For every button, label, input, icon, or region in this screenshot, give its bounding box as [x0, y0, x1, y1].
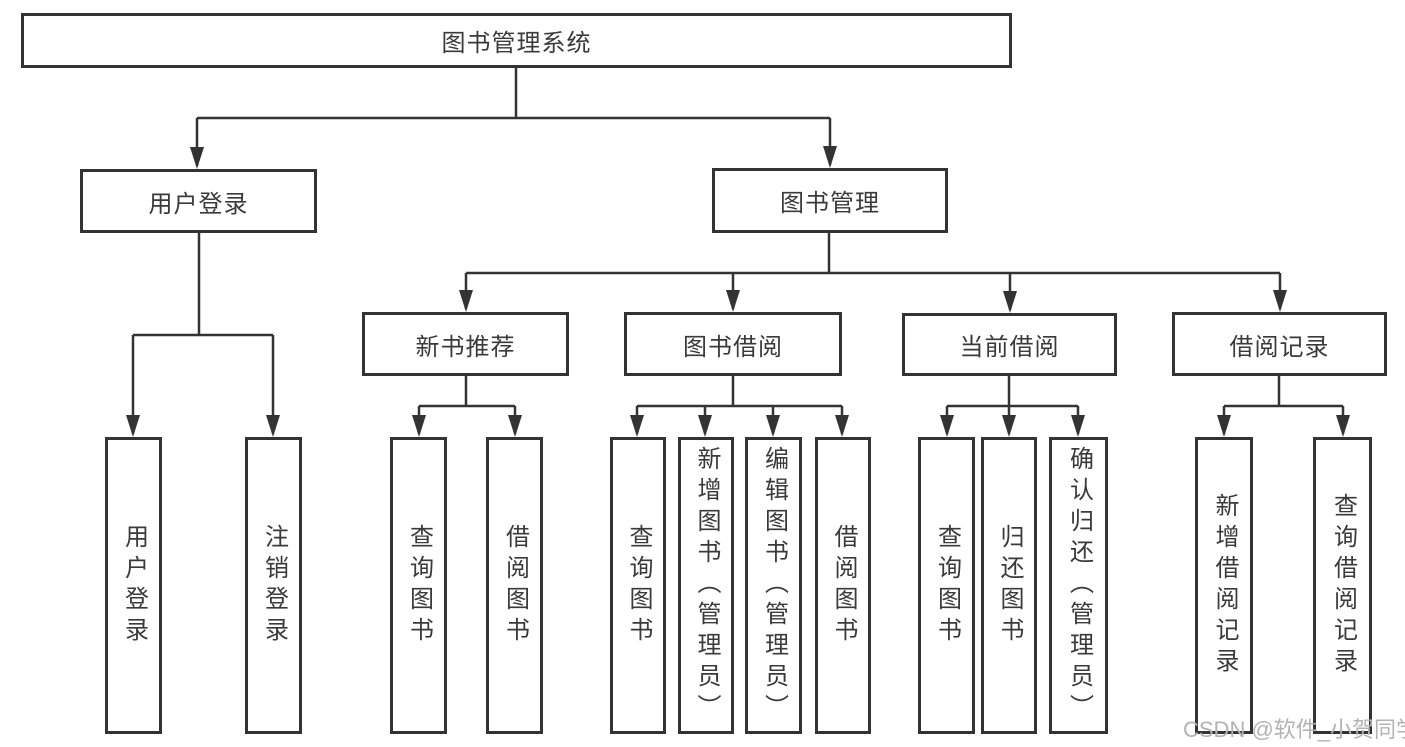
leaf-add-borrow-record-label: 新增借阅记录: [1211, 492, 1238, 679]
leaf-query-books-borrow: 查询图书: [610, 437, 666, 734]
leaf-query-borrow-record-label: 查询借阅记录: [1329, 492, 1357, 679]
node-new-book-recommend: 新书推荐: [362, 312, 569, 376]
node-new-book-recommend-label: 新书推荐: [415, 333, 516, 361]
node-borrow-records-label: 借阅记录: [1229, 333, 1330, 361]
leaf-borrow-books: 借阅图书: [815, 437, 871, 734]
leaf-query-books-borrow-label: 查询图书: [625, 523, 652, 648]
leaf-return-books: 归还图书: [981, 437, 1037, 734]
leaf-confirm-return-admin-label: 确认归还（管理员）: [1065, 446, 1093, 725]
leaf-add-books-admin-label: 新增图书（管理员）: [693, 446, 720, 725]
leaf-query-books-recommend-label: 查询图书: [405, 523, 433, 648]
leaf-add-borrow-record: 新增借阅记录: [1195, 437, 1253, 734]
leaf-logout-label: 注销登录: [260, 523, 288, 648]
node-current-borrow-label: 当前借阅: [959, 334, 1060, 361]
leaf-confirm-return-admin: 确认归还（管理员）: [1049, 437, 1108, 734]
node-book-management-label: 图书管理: [780, 190, 880, 217]
leaf-add-books-admin: 新增图书（管理员）: [678, 437, 734, 734]
node-borrow-records: 借阅记录: [1172, 312, 1387, 376]
node-user-login: 用户登录: [80, 169, 317, 233]
csdn-watermark: CSDN @软件_小贺同学: [1183, 717, 1405, 742]
node-root-system-label: 图书管理系统: [441, 30, 592, 57]
leaf-query-borrow-record: 查询借阅记录: [1313, 437, 1372, 734]
leaf-return-books-label: 归还图书: [996, 523, 1023, 648]
leaf-logout: 注销登录: [245, 437, 302, 734]
node-book-borrow: 图书借阅: [624, 312, 842, 376]
arrowheads: [126, 146, 1350, 437]
leaf-borrow-books-label: 借阅图书: [830, 523, 857, 648]
leaf-query-books-current: 查询图书: [918, 437, 975, 734]
leaf-query-books-current-label: 查询图书: [933, 523, 961, 648]
node-user-login-label: 用户登录: [148, 190, 249, 218]
leaf-borrow-books-recommend-label: 借阅图书: [501, 523, 529, 648]
node-current-borrow: 当前借阅: [902, 313, 1117, 376]
node-book-management: 图书管理: [712, 168, 948, 233]
node-root-system: 图书管理系统: [21, 13, 1012, 68]
node-book-borrow-label: 图书借阅: [683, 333, 783, 361]
leaf-borrow-books-recommend: 借阅图书: [486, 437, 543, 734]
leaf-query-books-recommend: 查询图书: [390, 437, 447, 734]
leaf-edit-books-admin-label: 编辑图书（管理员）: [760, 446, 788, 725]
leaf-user-login: 用户登录: [105, 437, 162, 734]
leaf-edit-books-admin: 编辑图书（管理员）: [745, 437, 802, 734]
leaf-user-login-label: 用户登录: [120, 523, 148, 648]
